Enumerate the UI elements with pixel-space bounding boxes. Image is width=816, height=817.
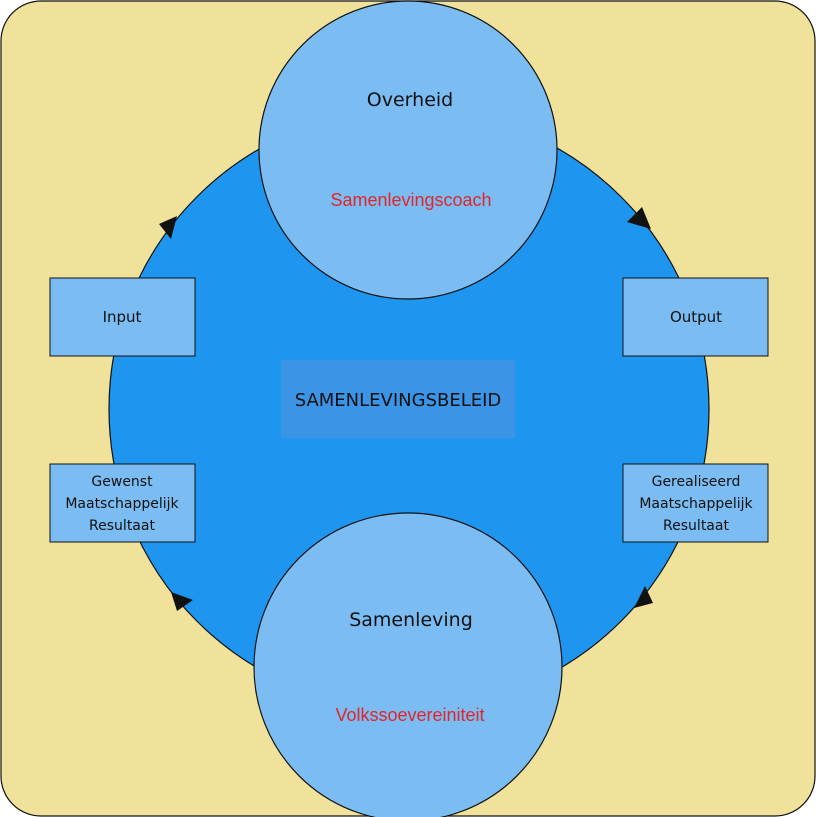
bottom-node-circle xyxy=(253,512,563,817)
top-node-title: Overheid xyxy=(367,89,453,111)
bottom-node-subtitle: Volkssoevereiniteit xyxy=(335,705,484,725)
center-label-box xyxy=(281,360,515,438)
bottom-node: Samenleving Volkssoevereiniteit xyxy=(253,512,563,817)
desired-result-line-1: Gewenst xyxy=(91,474,153,490)
arrowhead-top-left-icon xyxy=(159,216,177,239)
top-node-subtitle: Samenlevingscoach xyxy=(330,190,491,210)
bottom-node-title: Samenleving xyxy=(349,609,473,631)
realized-result-line-1: Gerealiseerd xyxy=(652,474,741,490)
input-box: Input xyxy=(49,277,196,357)
desired-result-line-3: Resultaat xyxy=(89,518,155,534)
arrowhead-bottom-right-icon xyxy=(634,586,653,608)
arrowhead-bottom-left-icon xyxy=(171,592,193,611)
realized-result-line-3: Resultaat xyxy=(663,518,729,534)
arrowhead-top-right-icon xyxy=(627,207,651,229)
top-node-circle xyxy=(258,0,558,300)
realized-result-line-2: Maatschappelijk xyxy=(639,496,753,512)
center-label: SAMENLEVINGSBELEID xyxy=(295,390,502,411)
input-box-label: Input xyxy=(103,308,142,326)
top-node: Overheid Samenlevingscoach xyxy=(258,0,558,300)
realized-result-box: Gerealiseerd Maatschappelijk Resultaat xyxy=(622,463,769,543)
output-box-label: Output xyxy=(670,308,722,326)
output-box: Output xyxy=(622,277,769,357)
desired-result-box: Gewenst Maatschappelijk Resultaat xyxy=(49,463,196,543)
desired-result-line-2: Maatschappelijk xyxy=(65,496,179,512)
